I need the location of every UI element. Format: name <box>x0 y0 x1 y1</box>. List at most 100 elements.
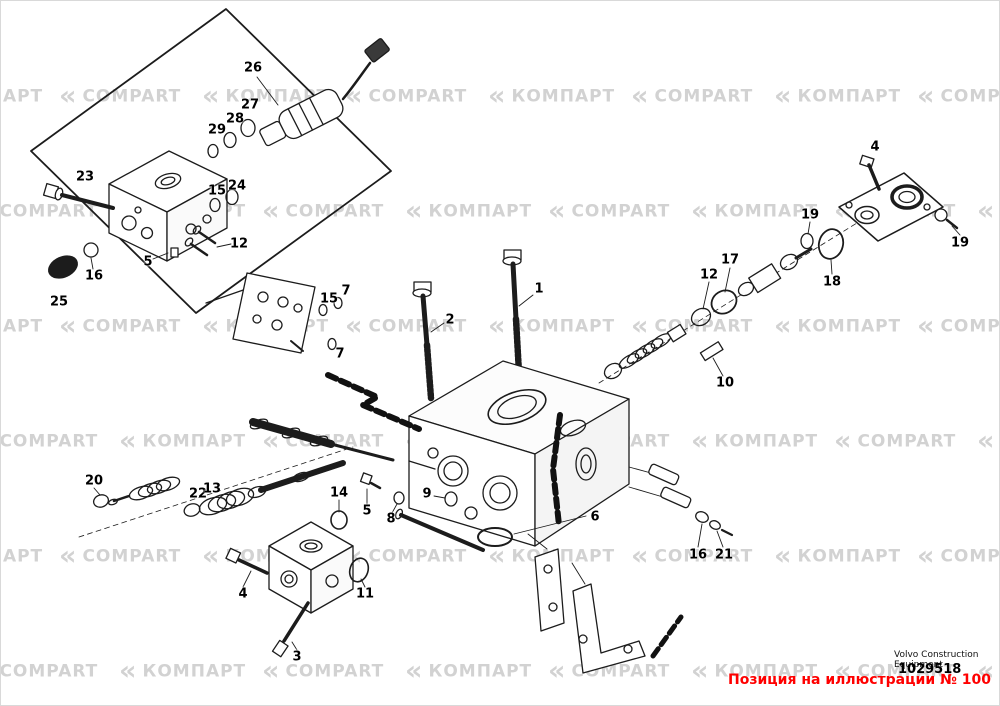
nut-19-right <box>934 208 959 230</box>
watermark-text: COMPART <box>368 546 468 566</box>
watermark-text: КОМПАРТ <box>511 86 616 106</box>
watermark-text: COMPART <box>368 316 468 336</box>
watermark-text: COMPART <box>857 431 957 451</box>
relief-valve-chain <box>598 212 874 384</box>
watermark: «COMPART <box>1 198 98 225</box>
watermark: «COMPART <box>631 83 753 110</box>
watermark: «COMPART <box>917 540 1000 572</box>
watermark: «КОМПАРТ <box>488 313 615 340</box>
watermark-text: COMPART <box>368 86 468 106</box>
inset-frame <box>30 8 392 314</box>
watermark-chevron-icon: « <box>774 80 792 112</box>
spool-chain <box>78 418 395 538</box>
watermark: «КОМПАРТ <box>488 83 615 110</box>
mounting-plate <box>232 272 343 354</box>
watermark-chevron-icon: « <box>917 540 935 572</box>
watermark: «КОМПАРТ <box>119 428 246 455</box>
watermark-text: КОМПАРТ <box>428 661 533 681</box>
bolt-2 <box>412 281 435 402</box>
watermark-chevron-icon: « <box>119 425 137 457</box>
watermark-text: КОМПАРТ <box>714 661 819 681</box>
watermark-text: COMPART <box>285 201 385 221</box>
watermark-chevron-icon: « <box>691 655 709 687</box>
bolt-23 <box>42 182 115 210</box>
watermark: «КОМПАРТ <box>977 428 999 455</box>
watermark: «COMPART <box>548 198 670 225</box>
watermark-chevron-icon: « <box>59 310 77 342</box>
watermark-text: КОМПАРТ <box>797 316 902 336</box>
watermark-chevron-icon: « <box>405 655 423 687</box>
end-cover <box>838 172 944 242</box>
spring-22 <box>198 487 255 516</box>
watermark-chevron-icon: « <box>977 655 995 687</box>
watermark-chevron-icon: « <box>834 425 852 457</box>
watermark-text: COMPART <box>940 546 1000 566</box>
watermark-chevron-icon: « <box>262 195 280 227</box>
watermark: «КОМПАРТ <box>977 655 999 687</box>
watermark: «COMPART <box>262 198 384 225</box>
watermark-chevron-icon: « <box>917 80 935 112</box>
screws-12-inset <box>184 225 217 257</box>
watermark-chevron-icon: « <box>202 540 220 572</box>
watermark-chevron-icon: « <box>548 195 566 227</box>
watermark: «COMPART <box>59 313 181 340</box>
inset-leader-line <box>205 287 250 304</box>
connector-plug <box>364 38 390 63</box>
watermark-text: COMPART <box>940 86 1000 106</box>
watermark: «COMPART <box>262 658 384 685</box>
watermark: «КОМПАРТ <box>774 543 901 570</box>
watermark-text: COMPART <box>571 201 671 221</box>
watermark-chevron-icon: « <box>59 540 77 572</box>
watermark-chevron-icon: « <box>774 310 792 342</box>
watermark-text: COMPART <box>0 431 99 451</box>
watermark-chevron-icon: « <box>834 655 852 687</box>
watermark-chevron-icon: « <box>119 655 137 687</box>
watermark: «COMPART <box>834 658 956 685</box>
watermark-text: КОМПАРТ <box>714 201 819 221</box>
watermark-text: COMPART <box>82 546 182 566</box>
watermark: «COMPART <box>1 658 98 685</box>
watermark-text: КОМПАРТ <box>1 316 44 336</box>
watermark-chevron-icon: « <box>262 655 280 687</box>
watermark: «КОМПАРТ <box>405 658 532 685</box>
bolt-4-top <box>859 154 881 191</box>
watermark: «КОМПАРТ <box>691 428 818 455</box>
watermark-text: КОМПАРТ <box>714 431 819 451</box>
watermark: «COMPART <box>834 428 956 455</box>
solenoid-26 <box>259 38 390 147</box>
fitting-10 <box>699 341 724 362</box>
watermark: «COMPART <box>631 543 753 570</box>
watermark-chevron-icon: « <box>345 310 363 342</box>
leader-lines <box>90 76 961 651</box>
watermark-text: COMPART <box>82 316 182 336</box>
bolt-4-left <box>225 547 269 575</box>
screw-5-inset <box>170 247 179 258</box>
cut-plane-lines <box>325 372 684 659</box>
watermark: «КОМПАРТ <box>774 83 901 110</box>
watermark-chevron-icon: « <box>405 195 423 227</box>
watermark-text: КОМПАРТ <box>797 86 902 106</box>
relief-spring <box>618 333 672 369</box>
o-ring-11 <box>348 557 370 583</box>
watermark: «COMPART <box>59 543 181 570</box>
watermark: «КОМПАРТ <box>774 313 901 340</box>
watermark-text: КОМПАРТ <box>142 431 247 451</box>
watermark: «КОМПАРТ <box>977 198 999 225</box>
watermark-text: КОМПАРТ <box>1 86 44 106</box>
end-block-11 <box>268 521 354 614</box>
watermark-chevron-icon: « <box>488 540 506 572</box>
watermark-text: COMPART <box>940 316 1000 336</box>
watermark-chevron-icon: « <box>631 80 649 112</box>
o-ring-14 <box>330 510 348 530</box>
watermark: «КОМПАРТ <box>119 658 246 685</box>
check-valves <box>628 463 734 537</box>
watermark: «COMPART <box>345 313 467 340</box>
watermark: «COMPART <box>0 428 99 455</box>
watermark-text: COMPART <box>857 661 957 681</box>
o-ring-18 <box>817 228 845 260</box>
watermark: «КОМПАРТ <box>1 313 44 340</box>
plug-25 <box>48 255 78 279</box>
watermark: «COMPART <box>59 83 181 110</box>
mounting-brackets <box>527 533 646 674</box>
